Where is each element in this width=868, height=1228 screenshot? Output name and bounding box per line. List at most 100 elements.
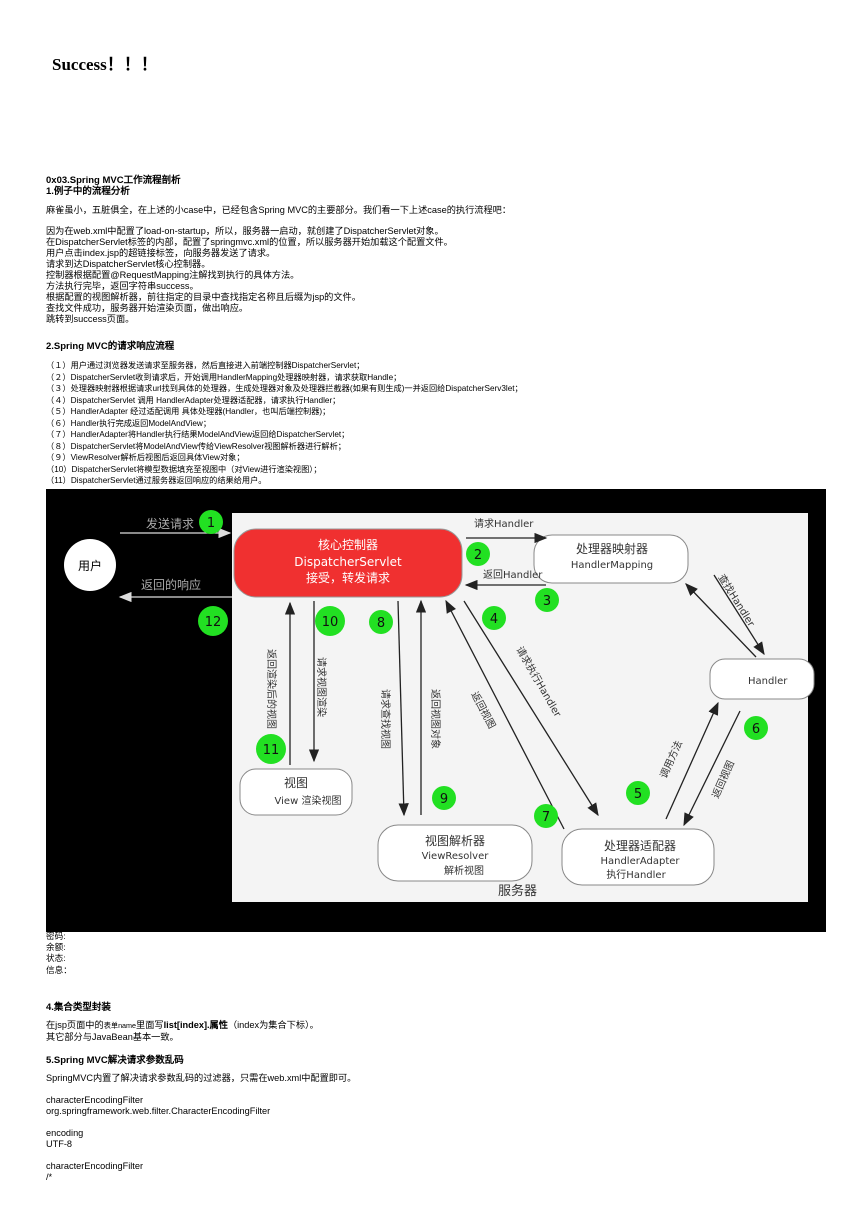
step-number: 6 <box>752 722 760 737</box>
resolver-name: ViewResolver <box>422 851 490 862</box>
step-marker <box>315 606 345 636</box>
flow-step: 因为在web.xml中配置了load-on-startup，所以，服务器一启动，… <box>46 226 444 236</box>
flow-step: 控制器根据配置@RequestMapping注解找到执行的具体方法。 <box>46 270 300 280</box>
view-node <box>239 768 353 816</box>
field-label: 信息： <box>46 965 72 975</box>
return-view-obj-label: 返回视图对象 <box>429 689 442 749</box>
adapter-title: 处理器适配器 <box>604 839 676 853</box>
section-title: 0x03.Spring MVC工作流程剖析 <box>46 175 181 186</box>
step-marker <box>199 510 223 534</box>
view-title: 视图 <box>284 775 308 790</box>
success-heading: Success！！！ <box>52 55 158 74</box>
return-rendered-label: 返回渲染后的视图 <box>265 649 278 729</box>
field-label: 密码: <box>46 931 66 941</box>
request-render-label: 请求视图渲染 <box>315 657 328 717</box>
flow-step: 跳转到success页面。 <box>46 314 135 324</box>
response-step: （７）HandlerAdapter将Handler执行结果ModelAndVie… <box>46 430 350 439</box>
field-label: 状态: <box>46 953 66 963</box>
intro-paragraph: 麻雀虽小，五脏俱全，在上述的小case中，已经包含Spring MVC的主要部分… <box>46 205 512 215</box>
send-request-label: 发送请求 <box>146 516 194 531</box>
dispatcher-servlet-node <box>233 528 463 598</box>
step-number: 5 <box>634 787 642 802</box>
adapter-name: HandlerAdapter <box>600 856 680 867</box>
springmvc-flow-diagram: 用户 发送请求 返回的响应 核心控制器 DispatcherServlet 接受… <box>46 489 826 932</box>
user-label: 用户 <box>78 558 102 573</box>
step-marker <box>369 610 393 634</box>
collection-binding-note: 其它部分与JavaBean基本一致。 <box>46 1032 179 1042</box>
step-number: 4 <box>490 612 498 627</box>
return-response-label: 返回的响应 <box>141 577 201 592</box>
subsection-2-title: 2.Spring MVC的请求响应流程 <box>46 341 175 352</box>
step-number: 7 <box>542 810 550 825</box>
response-step: （10）DispatcherServlet将模型数据填充至视图中（对View进行… <box>46 465 322 474</box>
step-number: 11 <box>263 743 280 758</box>
flow-step: 用户点击index.jsp的超链接标签，向服务器发送了请求。 <box>46 248 276 258</box>
response-step: （11）DispatcherServlet通过服务器返回响应的结果给用户。 <box>46 476 267 485</box>
step-marker <box>626 781 650 805</box>
step-marker <box>466 542 490 566</box>
core-name: DispatcherServlet <box>294 555 402 569</box>
step-number: 1 <box>207 516 215 531</box>
handler-label: Handler <box>748 676 788 687</box>
step-marker <box>432 786 456 810</box>
request-handler-label: 请求Handler <box>474 517 534 530</box>
step-number: 8 <box>377 616 385 631</box>
flow-step: 在DispatcherServlet标签的内部，配置了springmvc.xml… <box>46 237 453 247</box>
code-line: UTF-8 <box>46 1139 73 1149</box>
code-line: characterEncodingFilter <box>46 1161 144 1171</box>
text-segment: （index为集合下标）。 <box>227 1020 319 1030</box>
flow-step: 请求到达DispatcherServlet核心控制器。 <box>46 259 211 269</box>
field-label: 余额: <box>46 942 66 952</box>
subsection-4-title: 4.集合类型封装 <box>46 1002 111 1013</box>
text-segment: 在jsp页面中的 <box>46 1020 104 1030</box>
request-find-view-label: 请求查找视图 <box>379 689 392 749</box>
code-line: encoding <box>46 1128 84 1138</box>
user-node <box>64 539 116 591</box>
resolver-desc: 解析视图 <box>444 864 484 877</box>
code-line: org.springframework.web.filter.Character… <box>46 1106 271 1116</box>
step-marker <box>482 606 506 630</box>
step-number: 3 <box>543 594 551 609</box>
text-segment: 表单name <box>103 1021 137 1030</box>
step-number: 2 <box>474 548 482 563</box>
return-handler-label: 返回Handler <box>483 569 543 581</box>
step-marker <box>534 804 558 828</box>
response-step: （６）Handler执行完成返回ModelAndView； <box>46 419 212 428</box>
response-step: （４）DispatcherServlet 调用 HandlerAdapter处理… <box>46 396 341 405</box>
handler-mapping-node <box>533 534 689 584</box>
handler-node <box>709 658 815 700</box>
step-number: 12 <box>205 615 222 630</box>
response-step: （５）HandlerAdapter 经过适配调用 具体处理器(Handler，也… <box>46 407 331 416</box>
handler-adapter-node <box>561 828 715 886</box>
flow-step: 查找文件成功，服务器开始渲染页面，做出响应。 <box>46 303 249 313</box>
step-marker <box>256 734 286 764</box>
mapping-name: HandlerMapping <box>571 560 653 571</box>
resolver-title: 视图解析器 <box>425 833 485 848</box>
flow-step: 根据配置的视图解析器，前往指定的目录中查找指定名称且后缀为jsp的文件。 <box>46 292 361 302</box>
response-step: （３）处理器映射器根据请求url找到具体的处理器，生成处理器对象及处理器拦截器(… <box>46 384 523 393</box>
step-number: 10 <box>322 615 339 630</box>
response-step: （８）DispatcherServlet将ModelAndView传给ViewR… <box>46 442 346 451</box>
core-title: 核心控制器 <box>318 538 378 552</box>
server-label: 服务器 <box>498 883 537 899</box>
code-line: characterEncodingFilter <box>46 1095 144 1105</box>
subsection-1-title: 1.例子中的流程分析 <box>46 186 130 197</box>
core-desc: 接受，转发请求 <box>306 570 390 585</box>
view-desc: View 渲染视图 <box>275 794 342 807</box>
mapping-title: 处理器映射器 <box>576 541 648 556</box>
step-number-markers: 1 2 3 4 5 6 7 8 9 10 11 12 <box>198 510 768 828</box>
step-marker <box>535 588 559 612</box>
response-step: （９）ViewResolver解析后视图后返回具体View对象； <box>46 453 245 462</box>
text-segment: 里面写 <box>136 1020 164 1030</box>
response-step: （１）用户通过浏览器发送请求至服务器，然后直接进入前端控制器Dispatcher… <box>46 361 365 370</box>
subsection-5-title: 5.Spring MVC解决请求参数乱码 <box>46 1055 184 1066</box>
adapter-desc: 执行Handler <box>606 868 666 881</box>
text-segment: list[index].属性 <box>163 1020 228 1030</box>
code-line: /* <box>46 1172 53 1182</box>
view-resolver-node <box>377 824 533 882</box>
step-marker <box>744 716 768 740</box>
flow-step: 方法执行完毕，返回字符串success。 <box>46 281 199 291</box>
collection-binding-text: 在jsp页面中的表单name里面写list[index].属性（index为集合… <box>46 1020 319 1031</box>
encoding-filter-text: SpringMVC内置了解决请求参数乱码的过滤器，只需在web.xml中配置即可… <box>46 1073 357 1083</box>
step-number: 9 <box>440 792 448 807</box>
